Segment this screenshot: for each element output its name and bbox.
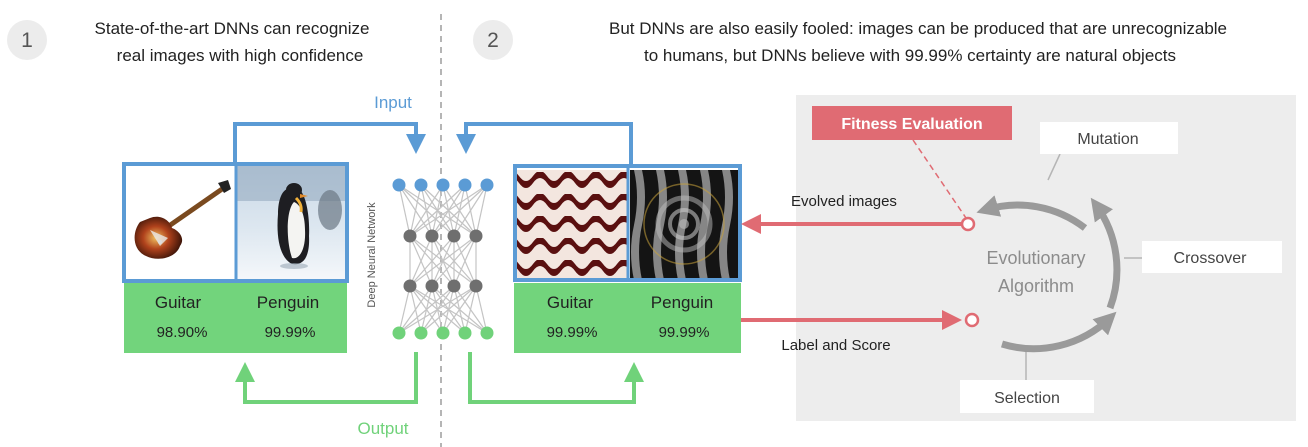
guitar-image xyxy=(126,166,234,279)
panel1-label-guitar: Guitar xyxy=(155,293,202,312)
guitar-icon xyxy=(134,180,231,259)
fitness-evaluation-box xyxy=(812,106,1012,140)
panel1-number: 1 xyxy=(21,29,33,52)
network-node-hidden1 xyxy=(447,229,461,243)
network-connection xyxy=(409,184,422,237)
network-node-input xyxy=(392,178,406,192)
network-connection xyxy=(409,235,477,287)
network-connection xyxy=(431,184,488,237)
panel2-score-penguin: 99.99% xyxy=(659,324,710,341)
input-arrow-left xyxy=(233,122,426,165)
label-score-port xyxy=(964,312,980,328)
network-node-input xyxy=(414,178,428,192)
output-arrow-left xyxy=(235,352,418,404)
network-connection xyxy=(409,235,433,287)
network-node-hidden2 xyxy=(469,279,483,293)
network-connection xyxy=(453,235,477,287)
network-node-input xyxy=(436,178,450,192)
panel1-label-box xyxy=(124,283,347,353)
network-connection xyxy=(442,285,477,334)
input-arrow-right xyxy=(456,122,633,168)
cycle-arc-top xyxy=(976,195,1088,231)
panel1-score-penguin: 99.99% xyxy=(265,324,316,341)
network-connection xyxy=(398,184,411,237)
output-label: Output xyxy=(357,419,408,438)
evolution-center-line2: Algorithm xyxy=(998,276,1074,296)
crossover-label: Crossover xyxy=(1174,250,1248,267)
panel1-heading-line1: State-of-the-art DNNs can recognize xyxy=(95,19,370,38)
network-node-hidden2 xyxy=(425,279,439,293)
evolution-center-line1: Evolutionary xyxy=(986,248,1085,268)
network-connection xyxy=(464,285,477,334)
network-node-hidden1 xyxy=(469,229,483,243)
network-node-output xyxy=(436,326,450,340)
panel1-score-guitar: 98.90% xyxy=(157,324,208,341)
cycle-arc-bottom xyxy=(1000,311,1117,353)
network-node-input xyxy=(458,178,472,192)
fitness-evaluation-label: Fitness Evaluation xyxy=(841,116,982,133)
network-connection xyxy=(398,285,433,334)
network-vertical-label: Deep Neural Network xyxy=(366,202,378,308)
penguin-icon xyxy=(277,183,310,269)
evolution-cycle xyxy=(976,195,1121,353)
neural-network xyxy=(392,178,494,340)
panel1-number-badge xyxy=(7,20,47,60)
panel1-label-penguin: Penguin xyxy=(257,293,319,312)
evolved-images-label: Evolved images xyxy=(791,193,897,210)
panel2-number-badge xyxy=(473,20,513,60)
network-connection xyxy=(409,235,455,287)
network-connection xyxy=(453,184,488,237)
network-connection xyxy=(398,285,411,334)
panel1-heading: 1 State-of-the-art DNNs can recognize re… xyxy=(7,19,369,65)
network-connection xyxy=(420,285,477,334)
mutation-box xyxy=(1040,122,1178,154)
network-connection xyxy=(431,235,477,287)
network-connection xyxy=(475,184,488,237)
panel1-heading-line2: real images with high confidence xyxy=(117,46,364,65)
network-node-hidden2 xyxy=(447,279,461,293)
panel2-heading: 2 But DNNs are also easily fooled: image… xyxy=(473,19,1227,65)
network-connection xyxy=(409,184,488,237)
network-node-output xyxy=(480,326,494,340)
network-connection xyxy=(475,285,488,334)
panel2-label-penguin: Penguin xyxy=(651,293,713,312)
network-connection xyxy=(398,285,455,334)
fitness-connector xyxy=(912,139,967,219)
network-node-hidden1 xyxy=(403,229,417,243)
network-connection xyxy=(409,184,444,237)
panel2-score-guitar: 99.99% xyxy=(547,324,598,341)
input-label: Input xyxy=(374,93,412,112)
fooling-penguin-image xyxy=(630,170,738,278)
network-node-hidden2 xyxy=(403,279,417,293)
mutation-connector xyxy=(1047,153,1061,181)
cycle-arc-right xyxy=(1090,197,1121,310)
network-connection xyxy=(409,184,466,237)
panel2-heading-line1: But DNNs are also easily fooled: images … xyxy=(609,19,1227,38)
network-node-output xyxy=(414,326,428,340)
network-node-output xyxy=(392,326,406,340)
penguin-image xyxy=(237,166,345,279)
panel2-label-box xyxy=(514,283,741,353)
network-connection xyxy=(398,285,477,334)
selection-label: Selection xyxy=(994,390,1060,407)
panel2-label-guitar: Guitar xyxy=(547,293,594,312)
output-arrow-right xyxy=(468,352,644,404)
label-and-score-label: Label and Score xyxy=(781,337,890,354)
panel2-heading-line2: to humans, but DNNs believe with 99.99% … xyxy=(644,46,1176,65)
panel2-number: 2 xyxy=(487,29,499,52)
network-node-input xyxy=(480,178,494,192)
crossover-box xyxy=(1142,241,1282,273)
selection-box xyxy=(960,380,1094,413)
network-node-hidden1 xyxy=(425,229,439,243)
evolved-images-port xyxy=(960,216,976,232)
mutation-label: Mutation xyxy=(1077,131,1138,148)
fooling-guitar-image xyxy=(517,170,627,278)
network-node-output xyxy=(458,326,472,340)
